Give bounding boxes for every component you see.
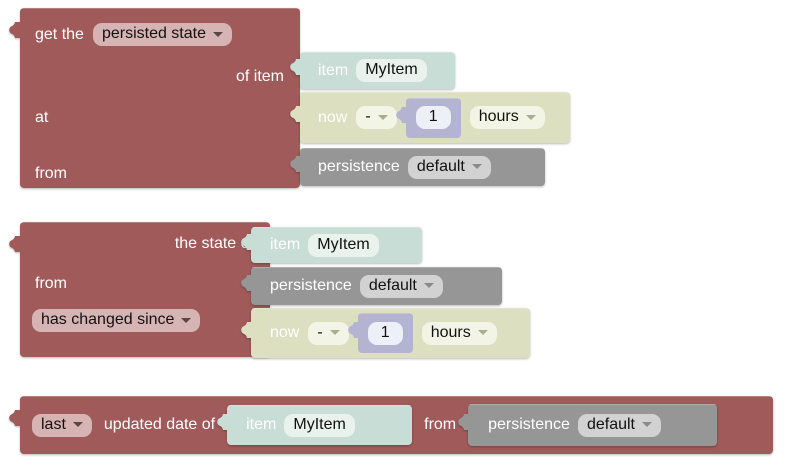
chevron-down-icon bbox=[477, 330, 488, 335]
state-changed-since-block[interactable]: the state of from has changed since bbox=[9, 222, 270, 357]
updated-date-of-label: updated date of bbox=[103, 416, 216, 433]
datetime-offset-block[interactable]: now - 1 hours bbox=[290, 92, 570, 143]
persistence-dropdown[interactable]: default bbox=[407, 155, 491, 179]
item-name-field[interactable]: MyItem bbox=[308, 233, 379, 257]
persistence-label: persistence bbox=[488, 416, 570, 433]
item-label: item bbox=[270, 236, 301, 253]
operator-dropdown[interactable]: - bbox=[308, 321, 349, 345]
time-unit-dropdown[interactable]: hours bbox=[421, 321, 497, 345]
persistence-label: persistence bbox=[318, 158, 400, 175]
number-value-field[interactable]: 1 bbox=[367, 321, 403, 345]
output-plug-icon bbox=[347, 322, 360, 344]
chevron-down-icon bbox=[72, 422, 83, 427]
persistence-block[interactable]: persistence default bbox=[458, 404, 718, 446]
persistence-dropdown-value: default bbox=[368, 276, 417, 294]
now-label: now bbox=[318, 108, 348, 126]
item-block[interactable]: item MyItem bbox=[290, 52, 455, 89]
chevron-down-icon bbox=[525, 114, 536, 120]
has-changed-since-dropdown[interactable]: has changed since bbox=[32, 309, 201, 332]
persistence-dropdown[interactable]: default bbox=[577, 413, 661, 437]
output-plug-icon bbox=[217, 414, 230, 436]
operator-dropdown-value: - bbox=[365, 108, 371, 125]
output-plug-icon bbox=[458, 414, 471, 436]
from-label: from bbox=[35, 275, 67, 292]
the-state-of-label: the state of bbox=[174, 235, 254, 252]
persistence-dropdown[interactable]: default bbox=[359, 274, 443, 298]
at-label: at bbox=[35, 109, 49, 126]
persisted-state-dropdown[interactable]: persisted state bbox=[92, 23, 232, 46]
operator-dropdown-value: - bbox=[317, 323, 323, 341]
item-label: item bbox=[246, 416, 277, 433]
from-label: from bbox=[424, 416, 457, 433]
output-plug-icon bbox=[9, 22, 21, 44]
persistence-dropdown-value: default bbox=[586, 415, 635, 433]
last-updated-date-block[interactable]: last updated date of item MyItem from pe… bbox=[9, 396, 773, 454]
number-value-field[interactable]: 1 bbox=[415, 106, 451, 129]
get-the-label: get the bbox=[35, 25, 84, 43]
item-block[interactable]: item MyItem bbox=[217, 405, 413, 445]
persistence-block[interactable]: persistence default bbox=[241, 267, 502, 305]
last-dropdown[interactable]: last bbox=[32, 413, 92, 437]
chevron-down-icon bbox=[181, 317, 192, 323]
get-persisted-state-block[interactable]: get the persisted state of item at from bbox=[9, 8, 300, 188]
persistence-dropdown-value: default bbox=[416, 157, 465, 175]
chevron-down-icon bbox=[471, 164, 482, 169]
chevron-down-icon bbox=[329, 330, 340, 335]
time-unit-dropdown-value: hours bbox=[430, 323, 471, 341]
chevron-down-icon bbox=[642, 422, 652, 427]
from-label: from bbox=[35, 165, 67, 182]
number-block[interactable]: 1 bbox=[347, 313, 413, 353]
time-unit-dropdown-value: hours bbox=[478, 108, 519, 125]
item-label: item bbox=[318, 61, 349, 79]
last-dropdown-value: last bbox=[41, 415, 66, 433]
of-item-label: of item bbox=[235, 68, 284, 85]
chevron-down-icon bbox=[213, 31, 223, 37]
item-block[interactable]: item MyItem bbox=[241, 227, 422, 263]
number-block[interactable]: 1 bbox=[395, 97, 461, 138]
has-changed-since-dropdown-value: has changed since bbox=[41, 311, 175, 328]
now-label: now bbox=[270, 324, 300, 341]
chevron-down-icon bbox=[423, 283, 434, 288]
datetime-offset-block[interactable]: now - 1 hours bbox=[241, 308, 530, 358]
persistence-label: persistence bbox=[270, 277, 352, 294]
persisted-state-dropdown-value: persisted state bbox=[101, 25, 206, 42]
output-plug-icon bbox=[9, 236, 21, 258]
item-name-field[interactable]: MyItem bbox=[356, 59, 427, 82]
output-plug-icon bbox=[395, 106, 408, 129]
item-name-field[interactable]: MyItem bbox=[284, 413, 355, 437]
persistence-block[interactable]: persistence default bbox=[290, 148, 545, 186]
chevron-down-icon bbox=[377, 114, 388, 120]
operator-dropdown[interactable]: - bbox=[356, 106, 397, 129]
time-unit-dropdown[interactable]: hours bbox=[469, 106, 545, 129]
output-plug-icon bbox=[9, 410, 21, 432]
